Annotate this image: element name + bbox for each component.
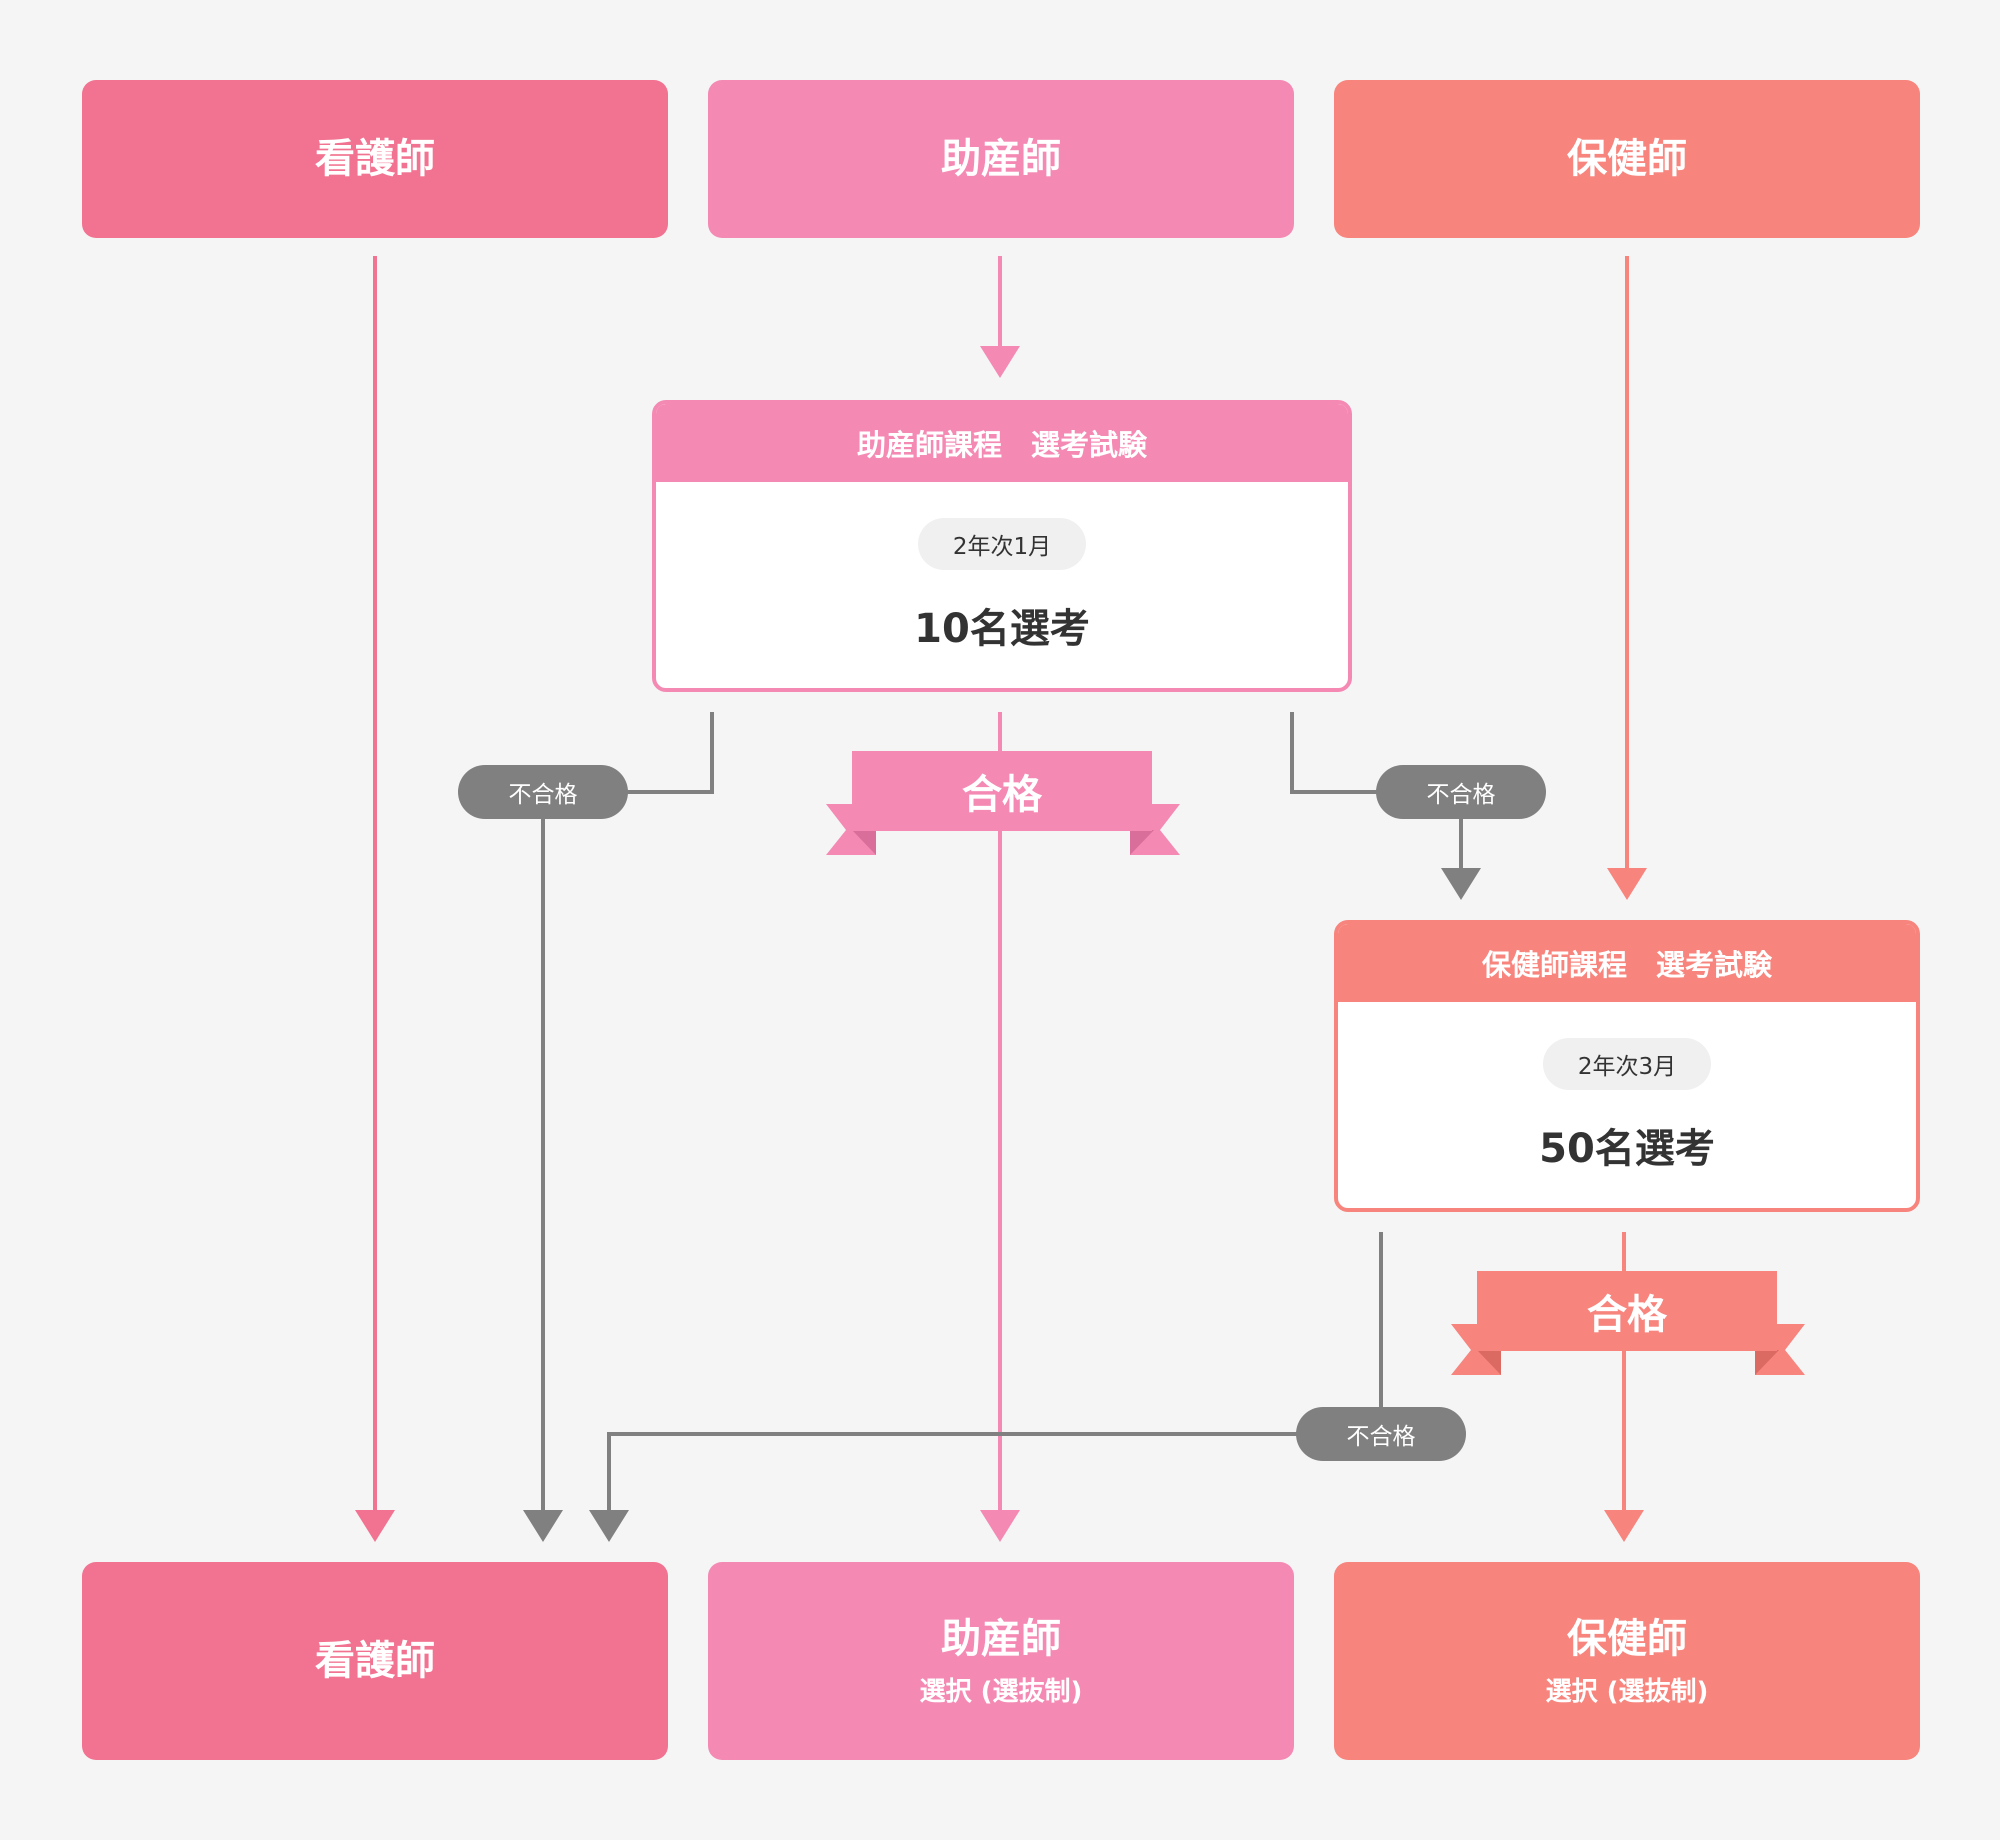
phn-exam-title: 保健師課程 選考試験 (1338, 924, 1916, 1002)
phn-exam-count: 50名選考 (1539, 1126, 1715, 1172)
bottom-box-midwife-label: 助産師 (941, 1615, 1061, 1662)
fail-badge-midwife-left: 不合格 (458, 765, 628, 819)
midwife-exam-date: 2年次1月 (918, 518, 1086, 570)
midwife-exam-title: 助産師課程 選考試験 (656, 404, 1348, 482)
bottom-box-phn-label: 保健師 (1567, 1615, 1687, 1662)
fail-badge-midwife-right: 不合格 (1376, 765, 1546, 819)
bottom-box-midwife: 助産師 選択 (選抜制) (708, 1562, 1294, 1760)
phn-exam-card: 保健師課程 選考試験 2年次3月 50名選考 (1334, 920, 1920, 1212)
top-box-phn-label: 保健師 (1567, 136, 1687, 182)
ribbon-fold-left-midwife (852, 830, 876, 855)
ribbon-fold-left-phn (1477, 1350, 1501, 1375)
ribbon-fold-right-phn (1755, 1350, 1779, 1375)
arrowhead-phn-exam (1607, 868, 1647, 900)
top-box-midwife-label: 助産師 (941, 136, 1061, 182)
top-box-midwife: 助産師 (708, 80, 1294, 238)
midwife-exam-count: 10名選考 (914, 606, 1090, 652)
top-box-nurse-label: 看護師 (315, 136, 435, 182)
connector-fail-to-nurse-2 (607, 1432, 1300, 1510)
bottom-box-nurse-label: 看護師 (315, 1638, 435, 1684)
top-box-nurse: 看護師 (82, 80, 668, 238)
midwife-exam-card: 助産師課程 選考試験 2年次1月 10名選考 (652, 400, 1352, 692)
phn-exam-date: 2年次3月 (1543, 1038, 1711, 1090)
bottom-box-public-health-nurse: 保健師 選択 (選抜制) (1334, 1562, 1920, 1760)
pass-ribbon-midwife: 合格 (852, 751, 1152, 831)
bottom-box-phn-sub: 選択 (選抜制) (1545, 1676, 1709, 1707)
arrowhead-midwife-exam (980, 346, 1020, 378)
arrowhead-fail-nurse-1 (523, 1510, 563, 1542)
fail-badge-phn: 不合格 (1296, 1407, 1466, 1461)
connector-midwife-fail-right (1290, 712, 1380, 794)
arrowhead-phn-pass (1604, 1510, 1644, 1542)
bottom-box-midwife-sub: 選択 (選抜制) (919, 1676, 1083, 1707)
arrowhead-fail-phn-exam (1441, 868, 1481, 900)
connector-midwife-fail-left (620, 712, 714, 794)
arrowhead-nurse (355, 1510, 395, 1542)
bottom-box-nurse: 看護師 (82, 1562, 668, 1760)
pass-ribbon-phn: 合格 (1477, 1271, 1777, 1351)
arrowhead-midwife-pass (980, 1510, 1020, 1542)
ribbon-fold-right-midwife (1130, 830, 1154, 855)
top-box-public-health-nurse: 保健師 (1334, 80, 1920, 238)
arrowhead-fail-nurse-2 (589, 1510, 629, 1542)
